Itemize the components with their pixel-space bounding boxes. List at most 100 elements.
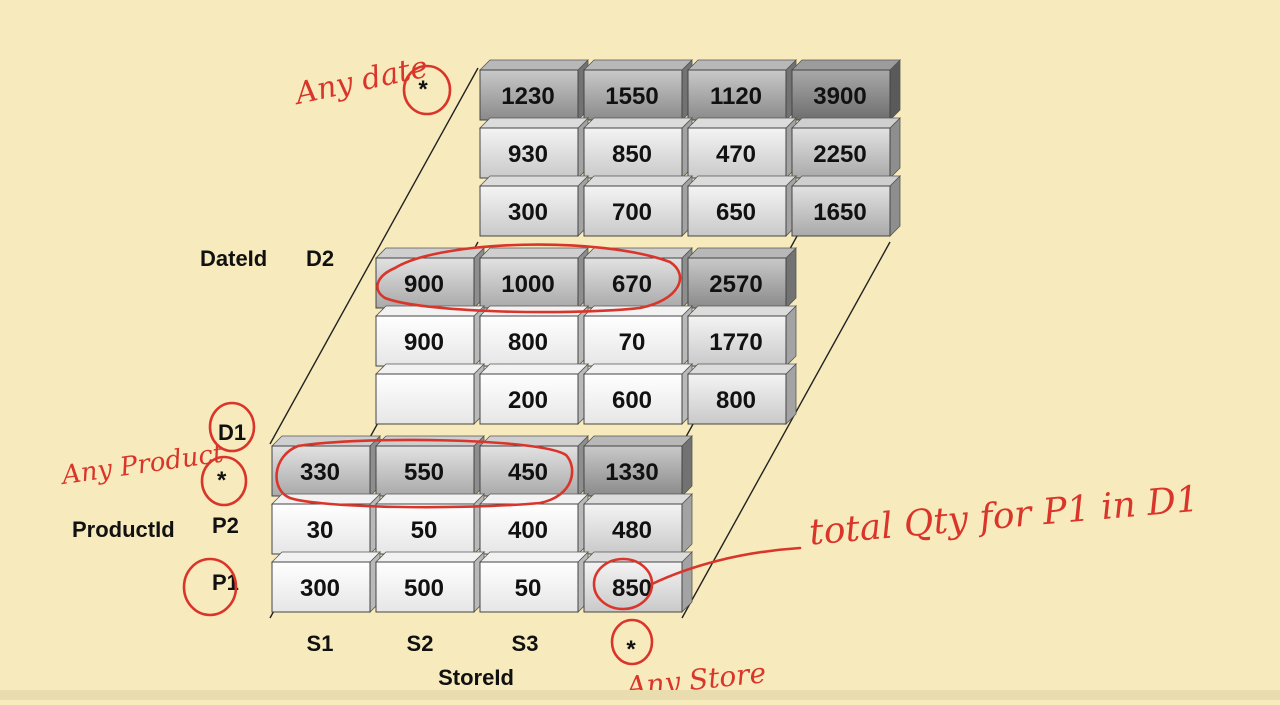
cube-cell-back-r0-c2: 1120 [687,59,797,121]
cube-cell-middle-r1-c2: 70 [583,305,693,367]
cell-value: 670 [612,271,652,298]
cell-value: 850 [612,141,652,168]
cube-cell-front-r0-c1: 550 [375,435,485,497]
cell-value: 450 [508,459,548,486]
productid-label: ProductId [72,517,175,542]
cube-cell-back-r1-c0: 930 [479,117,589,179]
cube-cell-front-r1-c0: 30 [271,493,381,555]
circle-any-product [200,455,248,507]
cube-cell-middle-r2-c3: 800 [687,363,797,425]
cell-value: 1550 [605,83,658,110]
star-date-label: * [418,76,428,103]
perspective-line [269,67,479,445]
cube-cell-middle-r1-c3: 1770 [687,305,797,367]
cell-value: 800 [716,387,756,414]
cube-cell-front-r2-c1: 500 [375,551,485,613]
cube-cell-middle-r1-c0: 900 [375,305,485,367]
storeid-label: StoreId [438,665,514,690]
dateid-label: DateId [200,246,267,271]
cube-cell-back-r0-c1: 1550 [583,59,693,121]
layer-d1: 330 550 450 1330 30 50 400 480 300 500 50 850 [271,435,693,613]
cell-value: 50 [515,575,542,602]
cube-cell-middle-r2-c2: 600 [583,363,693,425]
cube-cell-front-r2-c2: 50 [479,551,589,613]
cube-cell-middle-r0-c3: 2570 [687,247,797,309]
circle-d1-top-row [275,438,574,509]
cell-value: 1000 [501,271,554,298]
cell-value: 2250 [813,141,866,168]
cube-cell-back-r2-c3: 1650 [791,175,901,237]
cell-value: 1330 [605,459,658,486]
cell-value: 600 [612,387,652,414]
cell-value: 30 [307,517,334,544]
cell-value: 300 [300,575,340,602]
cell-value: 650 [716,199,756,226]
annotation-any-date: Any date [289,50,431,113]
perspective-line [681,241,891,619]
store-label-s3: S3 [512,631,539,656]
cell-value: 800 [508,329,548,356]
layer-any-date: 1230 1550 1120 3900 930 850 470 2250 300 700 650 16… [479,59,901,237]
cell-value: 400 [508,517,548,544]
cube-cell-front-r0-c3: 1330 [583,435,693,497]
store-label-s1: S1 [307,631,334,656]
store-label-s2: S2 [407,631,434,656]
cube-cell-front-r2-c0: 300 [271,551,381,613]
cube-cell-front-r0-c0: 330 [271,435,381,497]
star-product-label: * [217,467,227,494]
cube-cell-front-r1-c2: 400 [479,493,589,555]
cube-cell-front-r1-c3: 480 [583,493,693,555]
cube-cell-middle-r2-c0 [375,363,485,425]
cell-value: 300 [508,199,548,226]
cell-value: 900 [404,271,444,298]
cell-value: 70 [619,329,646,356]
cell-value: 1650 [813,199,866,226]
cube-cell-back-r1-c1: 850 [583,117,693,179]
cube-cell-back-r0-c3: 3900 [791,59,901,121]
cell-value: 50 [411,517,438,544]
cell-value: 550 [404,459,444,486]
d2-label: D2 [306,246,334,271]
circle-d1 [208,401,256,453]
cell-value: 3900 [813,83,866,110]
cube-cell-back-r2-c0: 300 [479,175,589,237]
annotation-total-note: total Qty for P1 in D1 [808,479,1201,554]
ink-markings [182,64,802,666]
cell-value: 480 [612,517,652,544]
cube-cell-middle-r2-c1: 200 [479,363,589,425]
cell-value: 500 [404,575,444,602]
cube-cell-back-r0-c0: 1230 [479,59,589,121]
circle-d2-top-row [376,243,682,314]
cell-value: 470 [716,141,756,168]
cube-cell-middle-r1-c1: 800 [479,305,589,367]
cell-value: 1770 [709,329,762,356]
circle-p1 [182,557,238,617]
p2-label: P2 [212,513,239,538]
cube-cell-back-r1-c2: 470 [687,117,797,179]
circle-any-store [610,618,654,666]
cell-value: 930 [508,141,548,168]
store-label-any: * [626,636,636,663]
cell-value: 850 [612,575,652,602]
cube-cell-front-r1-c1: 50 [375,493,485,555]
annotation-any-product: Any Product [58,439,226,492]
cube-cell-back-r1-c3: 2250 [791,117,901,179]
cube-cell-front-r0-c2: 450 [479,435,589,497]
cube-cell-front-r2-c3: 850 [583,551,693,613]
cube-cell-back-r2-c2: 650 [687,175,797,237]
d1-label: D1 [218,420,246,445]
layer-d2: 900 1000 670 2570 900 800 70 1770 200 600 800 [375,247,797,425]
cell-value: 200 [508,387,548,414]
cell-value: 700 [612,199,652,226]
cell-value: 900 [404,329,444,356]
cube-cell-middle-r0-c0: 900 [375,247,485,309]
cell-value: 1120 [710,83,762,110]
cell-value: 2570 [709,271,762,298]
pointer-line [650,546,802,586]
cube-cell-middle-r0-c1: 1000 [479,247,589,309]
cube-cell-back-r2-c1: 700 [583,175,693,237]
cube-cell-middle-r0-c2: 670 [583,247,693,309]
slide-bottom-bar [0,690,1280,700]
